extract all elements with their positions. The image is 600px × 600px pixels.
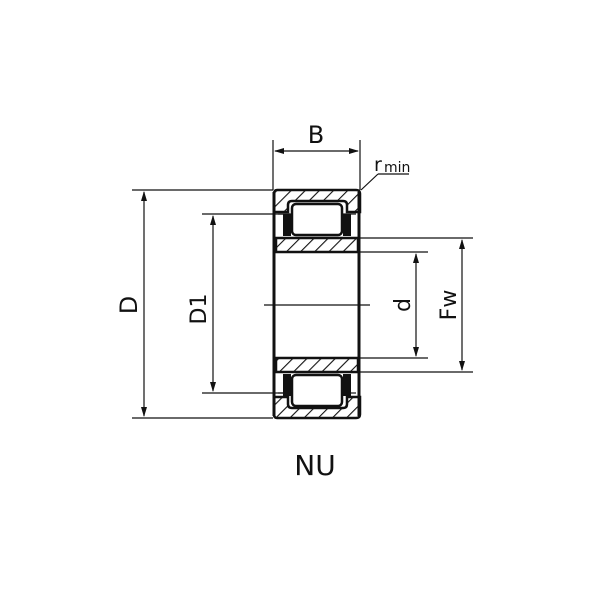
label-r: r — [374, 154, 382, 176]
inner-ring-bottom — [274, 356, 360, 374]
dimension-b: B — [272, 121, 361, 190]
roller-bottom — [290, 373, 344, 408]
outer-ring-bottom — [272, 395, 362, 420]
label-r-min: min — [384, 160, 410, 176]
dimension-fw: Fw — [360, 237, 473, 373]
bearing-type-label: NU — [294, 449, 335, 482]
label-d1: D1 — [187, 294, 212, 325]
bearing-section — [272, 188, 362, 420]
outer-ring-top — [272, 188, 362, 214]
inner-ring-top — [274, 236, 360, 254]
dimension-d-outer: D — [115, 189, 273, 419]
roller-top — [290, 202, 344, 237]
label-d-outer: D — [115, 296, 143, 314]
radius-annotation: r min — [360, 154, 410, 191]
dimension-d-bore: d — [360, 251, 428, 359]
label-d-bore: d — [391, 298, 416, 312]
label-b: B — [308, 121, 324, 149]
label-fw: Fw — [437, 290, 462, 321]
